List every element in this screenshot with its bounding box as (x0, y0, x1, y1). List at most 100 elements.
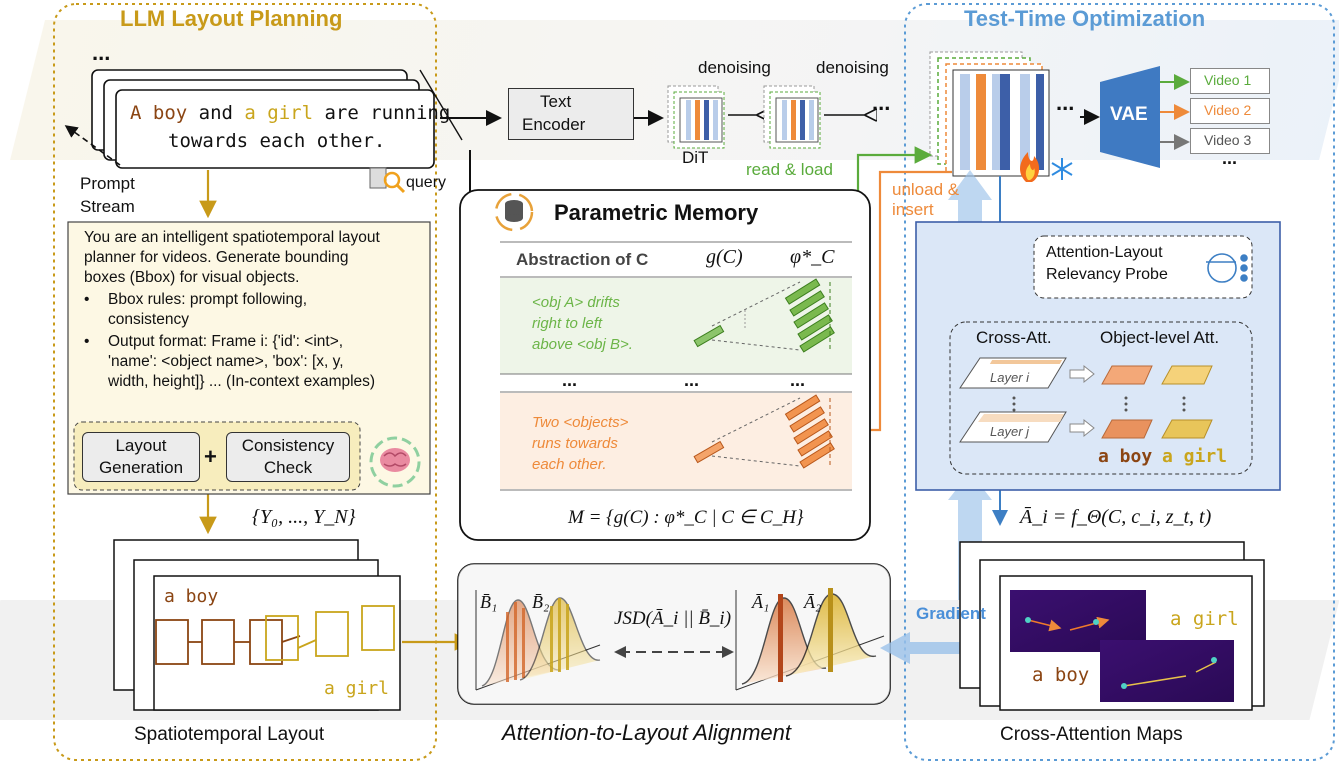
alignment-caption: Attention-to-Layout Alignment (502, 720, 792, 745)
tto-section-title: Test-Time Optimization (964, 6, 1206, 31)
probe-title-1: Attention-Layout (1046, 244, 1163, 261)
bullet-2-line-3: width, height]} ... (In-context examples… (108, 373, 376, 390)
green-param-illustration (693, 278, 835, 353)
prompt-line-1: A boy and a girl are running (130, 102, 450, 124)
video-1-box (1190, 68, 1270, 94)
memory-formula: M = {g(C) : φ*_C | C ∈ C_H} (568, 507, 804, 528)
a1-label: Ā₁ (752, 592, 770, 612)
orange-line-1: Two <objects> (532, 414, 629, 431)
vae-label: VAE (1110, 104, 1148, 125)
cross-attention-maps-caption: Cross-Attention Maps (1000, 724, 1183, 745)
memory-dots-3: ... (790, 370, 806, 390)
unload-label-1: unload & (892, 180, 960, 199)
jsd-label: JSD(Ā_i || B̄_i) (614, 608, 732, 629)
read-load-label: read & load (746, 160, 833, 179)
denoising-label-1: denoising (698, 58, 771, 77)
layout-gen-line-2: Generation (98, 458, 184, 477)
layout-sequence-formula: {Y₀, ..., Y_N} (252, 506, 356, 528)
video-2-label: Video 2 (1204, 102, 1252, 118)
check-line-1: Consistency (241, 436, 335, 455)
orange-line-3: each other. (532, 456, 607, 473)
probe-boy-label: a boy (1098, 446, 1153, 467)
green-line-2: right to left (532, 315, 603, 332)
memory-col-gc: g(C) (706, 246, 743, 268)
attention-formula: Ā_i = f_Θ(C, c_i, z_t, t) (1020, 506, 1212, 528)
prompt-running: are running (313, 102, 451, 124)
prompt-stream-label-2: Stream (80, 197, 135, 216)
video-3-label: Video 3 (1204, 132, 1252, 148)
bullet-2-line-1: Output format: Frame i: {'id': <int>, (108, 333, 344, 350)
layout-boy-label: a boy (164, 586, 219, 607)
cross-att-label: Cross-Att. (976, 328, 1052, 347)
dit-dots: ... (872, 90, 891, 115)
memory-col-abstraction: Abstraction of C (516, 250, 649, 269)
video-dots: ... (1222, 148, 1238, 168)
layout-generation-button: Layout Generation (82, 432, 200, 482)
check-line-2: Check (263, 458, 313, 477)
memory-dots-2: ... (684, 370, 700, 390)
probe-title-2: Relevancy Probe (1046, 266, 1168, 283)
database-icon (494, 192, 534, 232)
bullet-1-line-2: consistency (108, 311, 189, 328)
dit-dots-2: ... (1056, 90, 1075, 115)
dit-big-stack (929, 51, 1050, 177)
memory-row-green: <obj A> drifts right to left above <obj … (532, 292, 633, 355)
bullet-2-line-2: 'name': <object name>, 'box': [x, y, (108, 353, 344, 370)
video-1-label: Video 1 (1204, 72, 1252, 88)
video-2-box (1190, 98, 1270, 124)
memory-dots-1: ... (562, 370, 578, 390)
plus-sign: + (204, 444, 217, 469)
layout-gen-line-1: Layout (115, 436, 167, 455)
memory-title: Parametric Memory (554, 200, 759, 225)
memory-row-orange: Two <objects> runs towards each other. (532, 412, 628, 475)
green-line-1: <obj A> drifts (532, 294, 620, 311)
object-att-label: Object-level Att. (1100, 328, 1220, 347)
probe-girl-label: a girl (1162, 446, 1228, 467)
orange-param-illustration (693, 394, 835, 469)
layout-distribution-plot (475, 590, 601, 691)
prompt-girl: a girl (244, 102, 314, 124)
memory-col-phi: φ*_C (790, 246, 835, 268)
b1-label: B̄₁ (480, 592, 498, 612)
instruction-bullet-2: • Output format: Frame i: {'id': <int>, … (84, 333, 376, 390)
instruction-bullet-1: • Bbox rules: prompt following, consiste… (84, 291, 308, 328)
query-label: query (406, 174, 447, 191)
heatmap-arrows (1025, 616, 1217, 689)
layer-j-label: Layer j (990, 424, 1030, 439)
probe-icon (1206, 253, 1248, 283)
fire-icon (1020, 152, 1040, 182)
spatiotemporal-layout-caption: Spatiotemporal Layout (134, 724, 325, 745)
map-girl-label: a girl (1170, 608, 1239, 630)
gradient-label: Gradient (916, 604, 986, 623)
layer-i-label: Layer i (990, 370, 1030, 385)
instruction-text: You are an intelligent spatiotemporal la… (84, 228, 424, 392)
map-boy-label: a boy (1032, 664, 1090, 686)
attention-distribution-plot (735, 588, 885, 691)
denoising-label-2: denoising (816, 58, 889, 77)
consistency-check-button: Consistency Check (226, 432, 350, 482)
prompt-boy: A boy (130, 102, 188, 124)
video-3-box (1190, 128, 1270, 154)
prompt-stack-ellipsis: ... (92, 40, 111, 65)
orange-line-2: runs towards (532, 435, 618, 452)
unload-label-2: insert (892, 200, 934, 219)
instruction-line-3: boxes (Bbox) for visual objects. (84, 269, 300, 286)
dit-stack-1 (667, 85, 725, 149)
instruction-line-2: planner for videos. Generate bounding (84, 249, 349, 266)
b2-label: B̄₂ (532, 592, 550, 612)
layout-girl-label: a girl (324, 678, 390, 699)
brain-icon (369, 436, 421, 488)
text-encoder-label-2: Encoder (522, 115, 586, 134)
text-encoder-label-1: Text (540, 92, 572, 111)
snowflake-icon (1051, 158, 1073, 180)
prompt-line-2: towards each other. (168, 130, 386, 152)
prompt-and: and (187, 102, 245, 124)
llm-section-title: LLM Layout Planning (120, 6, 343, 31)
instruction-line-1: You are an intelligent spatiotemporal la… (84, 229, 380, 246)
bullet-1-line-1: Bbox rules: prompt following, (108, 291, 308, 308)
query-icon (369, 167, 406, 194)
text-encoder-box (508, 88, 634, 140)
prompt-stream-label-1: Prompt (80, 174, 135, 193)
green-line-3: above <obj B>. (532, 336, 633, 353)
